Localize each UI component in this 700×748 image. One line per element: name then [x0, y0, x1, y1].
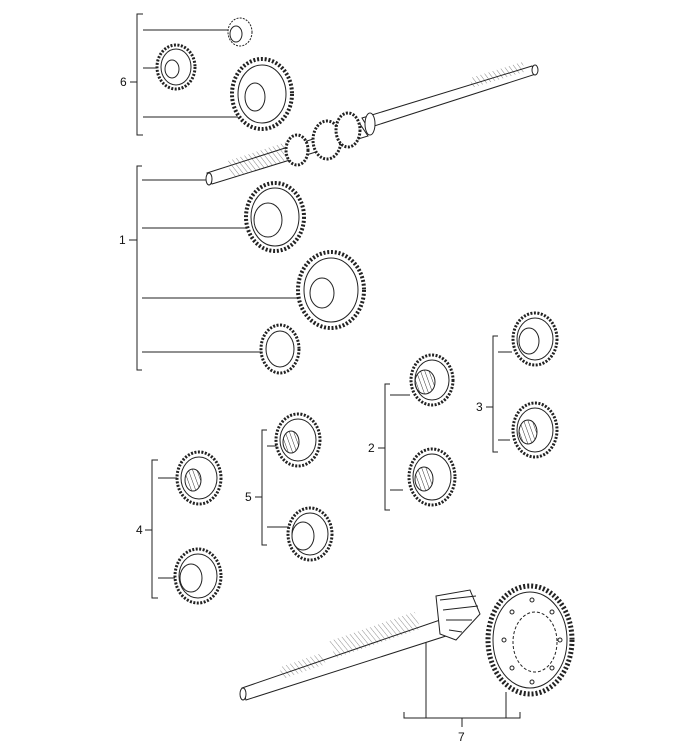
- gear-3a-part: [511, 311, 559, 367]
- callout-2: 2: [368, 441, 375, 455]
- bracket-group-2: [378, 383, 410, 511]
- input-shaft-part: [205, 62, 539, 186]
- gear-5a-part: [274, 412, 322, 468]
- gear-5b-part: [286, 506, 334, 562]
- callout-6: 6: [120, 75, 127, 89]
- gear-4a-part: [175, 450, 223, 506]
- bracket-group-3: [486, 335, 512, 453]
- callout-4: 4: [136, 523, 143, 537]
- bracket-group-5: [255, 429, 290, 546]
- bracket-group-4: [145, 459, 178, 599]
- gear-2a-part: [409, 353, 455, 407]
- bracket-group-1: [129, 165, 300, 371]
- callout-5: 5: [245, 490, 252, 504]
- gear-1b-part: [296, 250, 366, 330]
- callout-7: 7: [458, 730, 465, 744]
- synchro-ring-part: [259, 323, 301, 375]
- gear-4b-part: [173, 547, 223, 605]
- callout-1: 1: [119, 233, 126, 247]
- small-gear-part: [155, 43, 197, 91]
- callout-3: 3: [476, 400, 483, 414]
- bracket-group-7: [403, 638, 521, 727]
- ring-gear-part: [485, 583, 575, 697]
- bracket-group-6: [130, 13, 238, 136]
- gear-2b-part: [407, 447, 457, 507]
- needle-bearing-part: [227, 17, 253, 47]
- large-gear-part: [230, 57, 294, 131]
- gear-1a-part: [244, 181, 306, 253]
- pinion-shaft-part: [239, 589, 481, 701]
- gear-3b-part: [511, 401, 559, 459]
